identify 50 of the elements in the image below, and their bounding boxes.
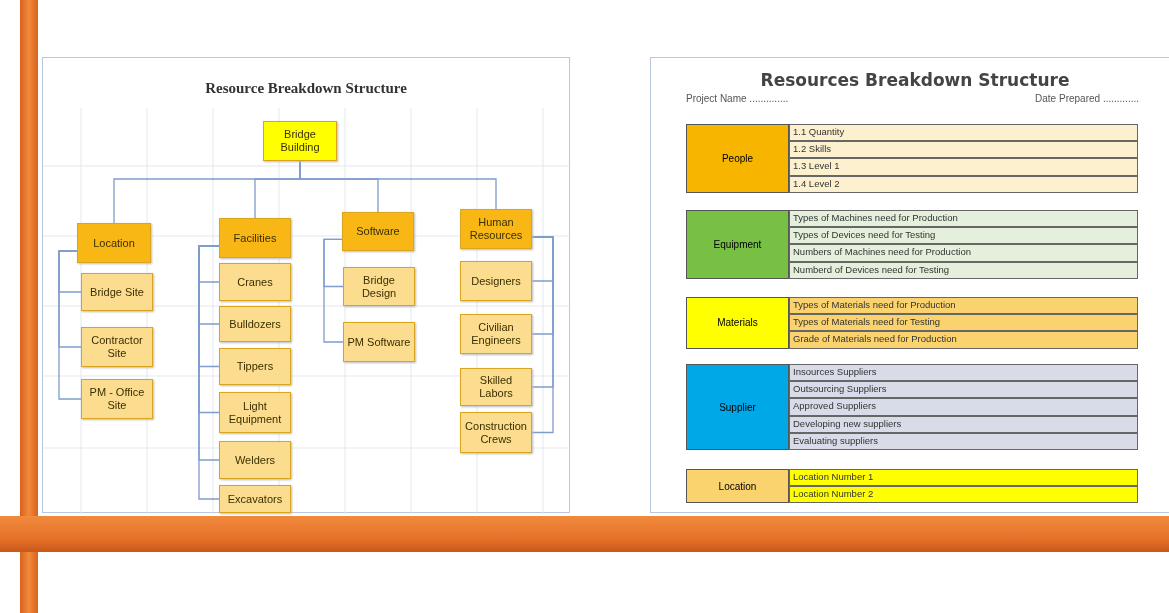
category-box: Software <box>342 212 414 251</box>
category-box: Facilities <box>219 218 291 258</box>
resource-box: Light Equipment <box>219 392 291 433</box>
form-field-label: Date Prepared ............. <box>1035 93 1139 104</box>
table-row: 1.3 Level 1 <box>789 158 1138 176</box>
panel-card <box>42 57 570 513</box>
panel-card <box>650 57 1169 513</box>
table-row: Types of Materials need for Production <box>789 297 1138 315</box>
category-box: Supplier <box>686 364 789 450</box>
resource-box: Bridge Site <box>81 273 153 311</box>
table-row: Numbers of Machines need for Production <box>789 244 1138 262</box>
resource-box: Designers <box>460 261 532 301</box>
category-box: People <box>686 124 789 193</box>
panel-title: Resources Breakdown Structure <box>760 70 1070 90</box>
category-box: Equipment <box>686 210 789 279</box>
resource-box: Skilled Labors <box>460 368 532 406</box>
resource-box: Contractor Site <box>81 327 153 367</box>
category-box: Bridge Building <box>263 121 337 161</box>
table-row: Location Number 2 <box>789 486 1138 504</box>
table-row: Insources Suppliers <box>789 364 1138 382</box>
table-row: 1.2 Skills <box>789 141 1138 159</box>
resource-box: PM - Office Site <box>81 379 153 419</box>
category-box: Human Resources <box>460 209 532 249</box>
table-row: Types of Machines need for Production <box>789 210 1138 228</box>
connector-line <box>299 160 497 210</box>
table-row: Outsourcing Suppliers <box>789 381 1138 399</box>
resource-box: Welders <box>219 441 291 479</box>
category-box: Location <box>77 223 151 263</box>
resource-box: Cranes <box>219 263 291 301</box>
resource-box: PM Software <box>343 322 415 362</box>
resource-box: Bridge Design <box>343 267 415 306</box>
connector-line <box>198 245 220 500</box>
panel-title: Resource Breakdown Structure <box>205 80 407 97</box>
connector-line <box>531 236 554 434</box>
resource-box: Bulldozers <box>219 306 291 342</box>
table-row: 1.1 Quantity <box>789 124 1138 142</box>
connector-line <box>323 238 344 343</box>
table-row: Grade of Materials need for Production <box>789 331 1138 349</box>
resource-box: Civilian Engineers <box>460 314 532 354</box>
table-row: Types of Devices need for Testing <box>789 227 1138 245</box>
resource-box: Tippers <box>219 348 291 385</box>
table-row: Approved Suppliers <box>789 398 1138 416</box>
table-row: Location Number 1 <box>789 469 1138 487</box>
category-box: Materials <box>686 297 789 349</box>
table-row: Types of Materials need for Testing <box>789 314 1138 332</box>
resource-box: Excavators <box>219 485 291 513</box>
category-box: Location <box>686 469 789 504</box>
form-field-label: Project Name .............. <box>686 93 789 104</box>
connector-line <box>58 250 82 400</box>
resource-box: Construction Crews <box>460 412 532 453</box>
